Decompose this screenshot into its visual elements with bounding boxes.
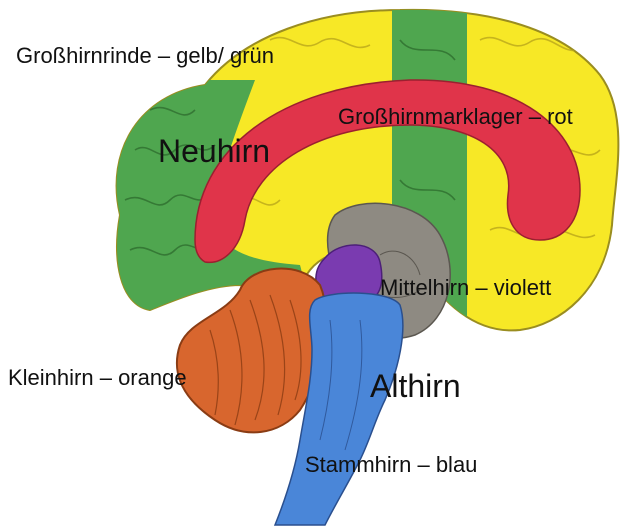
label-cerebellum: Kleinhirn – orange bbox=[8, 365, 187, 391]
cerebellum-region bbox=[177, 269, 326, 433]
label-white-matter: Großhirnmarklager – rot bbox=[338, 104, 573, 130]
label-midbrain: Mittelhirn – violett bbox=[380, 275, 551, 301]
label-paleo: Althirn bbox=[370, 368, 461, 405]
label-brainstem: Stammhirn – blau bbox=[305, 452, 477, 478]
label-neocortex: Neuhirn bbox=[158, 133, 270, 170]
label-cortex: Großhirnrinde – gelb/ grün bbox=[16, 43, 274, 69]
